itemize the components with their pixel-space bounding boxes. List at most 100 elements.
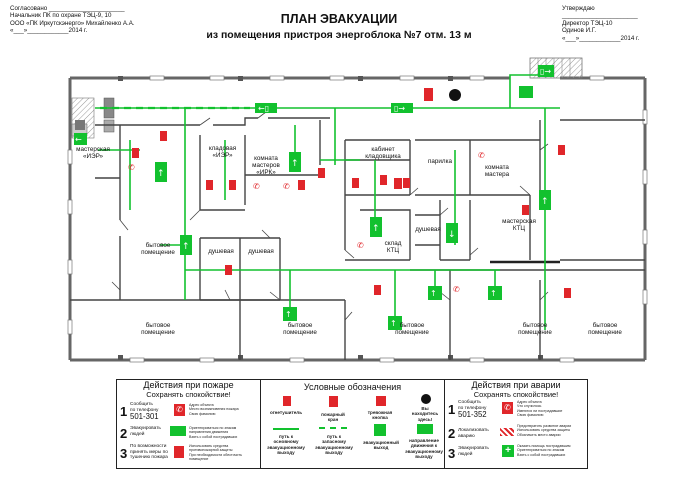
approved-block: Утверждаю ______________________ Директо… [562, 5, 672, 42]
fire-hose-legend-icon [329, 396, 338, 407]
accident-step-3-num: 3 [448, 446, 456, 461]
room-masterskaya-iep: мастерская «ИЭР» [76, 146, 110, 160]
you-are-here-legend-icon [421, 394, 431, 404]
fire-actions-title: Действия при пожаре [143, 380, 234, 390]
svg-text:↑: ↑ [285, 310, 292, 319]
phone-icons: ✆ ✆ ✆ ✆ ✆ ✆ [128, 151, 485, 294]
approved-line-2: Директор ТЭЦ-10 [562, 19, 613, 27]
svg-text:↑: ↑ [490, 289, 497, 298]
fire-step-1-num: 1 [120, 404, 128, 419]
room-kladovaya-iep: кладовая «ИЭР» [208, 145, 237, 159]
approval-line-3: ООО «ПК Иркутскэнерго» Михайленко А.А. [10, 19, 135, 27]
room-komnata-masterov: комната мастеров «ИРК» [252, 155, 280, 176]
svg-text:↑: ↑ [430, 289, 437, 298]
room-bytovoe-1: бытовое помещение [141, 242, 175, 256]
evac-exit-icon [170, 426, 186, 436]
legend-direction: направление движения к эвакуационному вы… [405, 438, 443, 460]
main-route-legend-line [273, 428, 299, 430]
extinguisher-legend-icon [283, 396, 291, 406]
you-are-here-marker [449, 89, 461, 101]
accident-step-1-phone: 501-352 [458, 410, 487, 419]
accident-step-2-num: 2 [448, 426, 456, 441]
legend-you-are-here: Вы находитесь здесь! [411, 406, 439, 422]
evac-signs: ←▯ ▯→ ▯→ ← ↑ ↑ ↑ ↑ ↓ ↑ ↑ ↑ ↑ ↑ [74, 65, 554, 330]
direction-legend-icon [417, 424, 433, 434]
accident-actions-title: Действия при аварии [471, 380, 561, 390]
svg-text:↓: ↓ [448, 230, 456, 240]
extinguisher-icon [174, 446, 184, 458]
room-parilka: парилка [427, 158, 452, 165]
legend-alarm-button: тревожная кнопка [367, 410, 393, 421]
room-bytovoe-2: бытовое помещение [141, 322, 175, 336]
room-komnata-mastera: комната мастера [484, 164, 510, 178]
approval-line-4: «___»____________2014 г. [10, 27, 88, 35]
room-dushevaya-1: душевая [208, 248, 234, 255]
room-dushevaya-right: душевая [415, 226, 441, 233]
svg-text:↑: ↑ [182, 242, 190, 252]
reserve-route-legend-line [319, 427, 347, 429]
fire-actions-subtitle: Сохранять спокойствие! [146, 390, 231, 399]
legend-main-route: путь к основному эвакуационному выходу [267, 434, 305, 456]
approval-block: Согласовано ______________________ Начал… [10, 5, 150, 35]
room-bytovoe-6: бытовое помещение [588, 322, 622, 336]
approved-line-4: «___»____________2014 г. [562, 34, 640, 42]
svg-text:↑: ↑ [372, 224, 380, 234]
fire-step-3-text: По возможности принять меры по тушению п… [130, 444, 168, 461]
svg-text:✆: ✆ [357, 241, 364, 250]
svg-text:↑: ↑ [541, 197, 549, 207]
svg-text:✆: ✆ [128, 163, 135, 172]
svg-text:✆: ✆ [283, 182, 290, 191]
approval-line-1: Согласовано ______________________ [10, 5, 125, 12]
fire-step-2-text: Эвакуировать людей [130, 426, 161, 437]
svg-text:✆: ✆ [453, 285, 460, 294]
hazard-icon [500, 428, 514, 436]
svg-text:▯→: ▯→ [394, 104, 405, 113]
accident-actions-subtitle: Сохранять спокойствие! [473, 390, 559, 399]
alarm-button-legend-icon [376, 396, 386, 406]
svg-text:▯→: ▯→ [540, 67, 551, 76]
fire-step-2-num: 2 [120, 426, 128, 441]
fire-step-3-num: 3 [120, 446, 128, 461]
legend-panel: Условные обозначения огнетушитель пожарн… [260, 379, 445, 469]
room-bytovoe-5: бытовое помещение [518, 322, 552, 336]
svg-text:✆: ✆ [253, 182, 260, 191]
page-title: ПЛАН ЭВАКУАЦИИ [280, 12, 398, 26]
phone-icon-accident: ✆ [502, 402, 513, 414]
room-kabinet-kladovshika: кабинет кладовщика [365, 146, 401, 160]
room-masterskaya-ktc: мастерская КТЦ [502, 218, 536, 232]
svg-text:←: ← [75, 135, 82, 144]
svg-text:✆: ✆ [478, 151, 485, 160]
approved-line-3: Одинов И.Г. [562, 27, 597, 35]
legend-title: Условные обозначения [303, 382, 402, 392]
accident-step-1-text: Сообщить по телефону [458, 400, 487, 411]
svg-text:↑: ↑ [157, 169, 165, 179]
accident-step-2-text: Локализовать аварию [458, 428, 489, 439]
evac-exit-legend-icon [374, 424, 386, 436]
phone-icon: ✆ [174, 404, 185, 416]
legend-reserve-route: путь к запасному эвакуационному выходу [315, 434, 353, 456]
legend-evac-exit: эвакуационный выход [363, 440, 399, 451]
page-subtitle: из помещения пристроя энергоблока №7 отм… [206, 29, 472, 41]
approval-line-2: Начальник ПК по охране ТЭЦ-9, 10 [10, 12, 112, 20]
room-sklad-ktc: склад КТЦ [384, 240, 402, 254]
fire-step-1-text: Сообщить по телефону [130, 402, 159, 413]
room-bytovoe-3: бытовое помещение [283, 322, 317, 336]
fire-equipment [132, 88, 571, 298]
legend-fire-hose: пожарный кран [321, 412, 345, 423]
fire-step-1-phone: 501-301 [130, 412, 159, 421]
first-aid-icon: + [502, 445, 514, 457]
accident-actions-panel: Действия при аварии Сохранять спокойстви… [444, 379, 588, 469]
room-bytovoe-4: бытовое помещение [395, 322, 429, 336]
legend-extinguisher: огнетушитель [269, 410, 303, 415]
svg-text:←▯: ←▯ [258, 104, 269, 113]
svg-text:↑: ↑ [291, 159, 299, 169]
svg-text:↑: ↑ [390, 319, 397, 328]
room-dushevaya-2: душевая [248, 248, 274, 255]
approved-line-1: Утверждаю ______________________ [562, 5, 638, 20]
